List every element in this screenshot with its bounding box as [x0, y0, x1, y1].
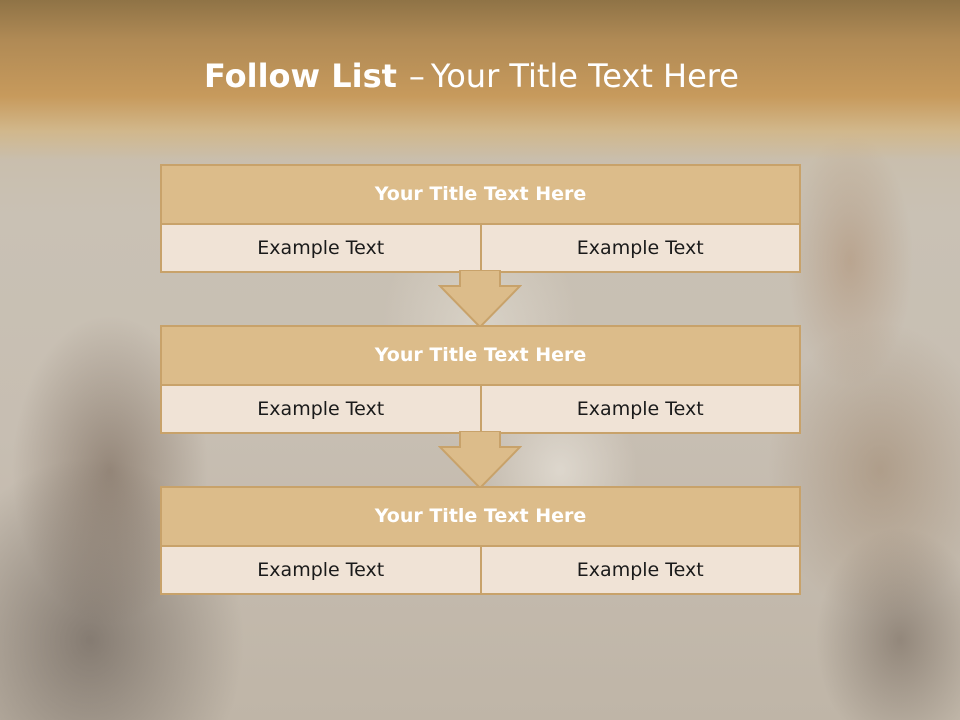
list-block-1: Your Title Text Here Example Text Exampl… — [160, 164, 801, 273]
list-block-2: Your Title Text Here Example Text Exampl… — [160, 325, 801, 434]
list-block-3: Your Title Text Here Example Text Exampl… — [160, 486, 801, 595]
block-title: Your Title Text Here — [162, 327, 799, 386]
block-title: Your Title Text Here — [162, 166, 799, 225]
block-right-text: Example Text — [479, 386, 799, 432]
slide-title: Follow List–Your Title Text Here — [0, 56, 943, 96]
title-rest-part: Your Title Text Here — [430, 57, 739, 95]
block-row: Example Text Example Text — [162, 225, 799, 271]
block-right-text: Example Text — [479, 547, 799, 593]
block-left-text: Example Text — [162, 225, 480, 271]
title-bold-part: Follow List — [204, 57, 397, 95]
title-dash: – — [408, 57, 425, 95]
block-row: Example Text Example Text — [162, 386, 799, 432]
title-banner — [0, 0, 960, 160]
block-row: Example Text Example Text — [162, 547, 799, 593]
down-arrow-icon — [438, 270, 522, 328]
block-title: Your Title Text Here — [162, 488, 799, 547]
down-arrow-icon — [438, 431, 522, 489]
block-right-text: Example Text — [479, 225, 799, 271]
block-left-text: Example Text — [162, 547, 480, 593]
block-left-text: Example Text — [162, 386, 480, 432]
